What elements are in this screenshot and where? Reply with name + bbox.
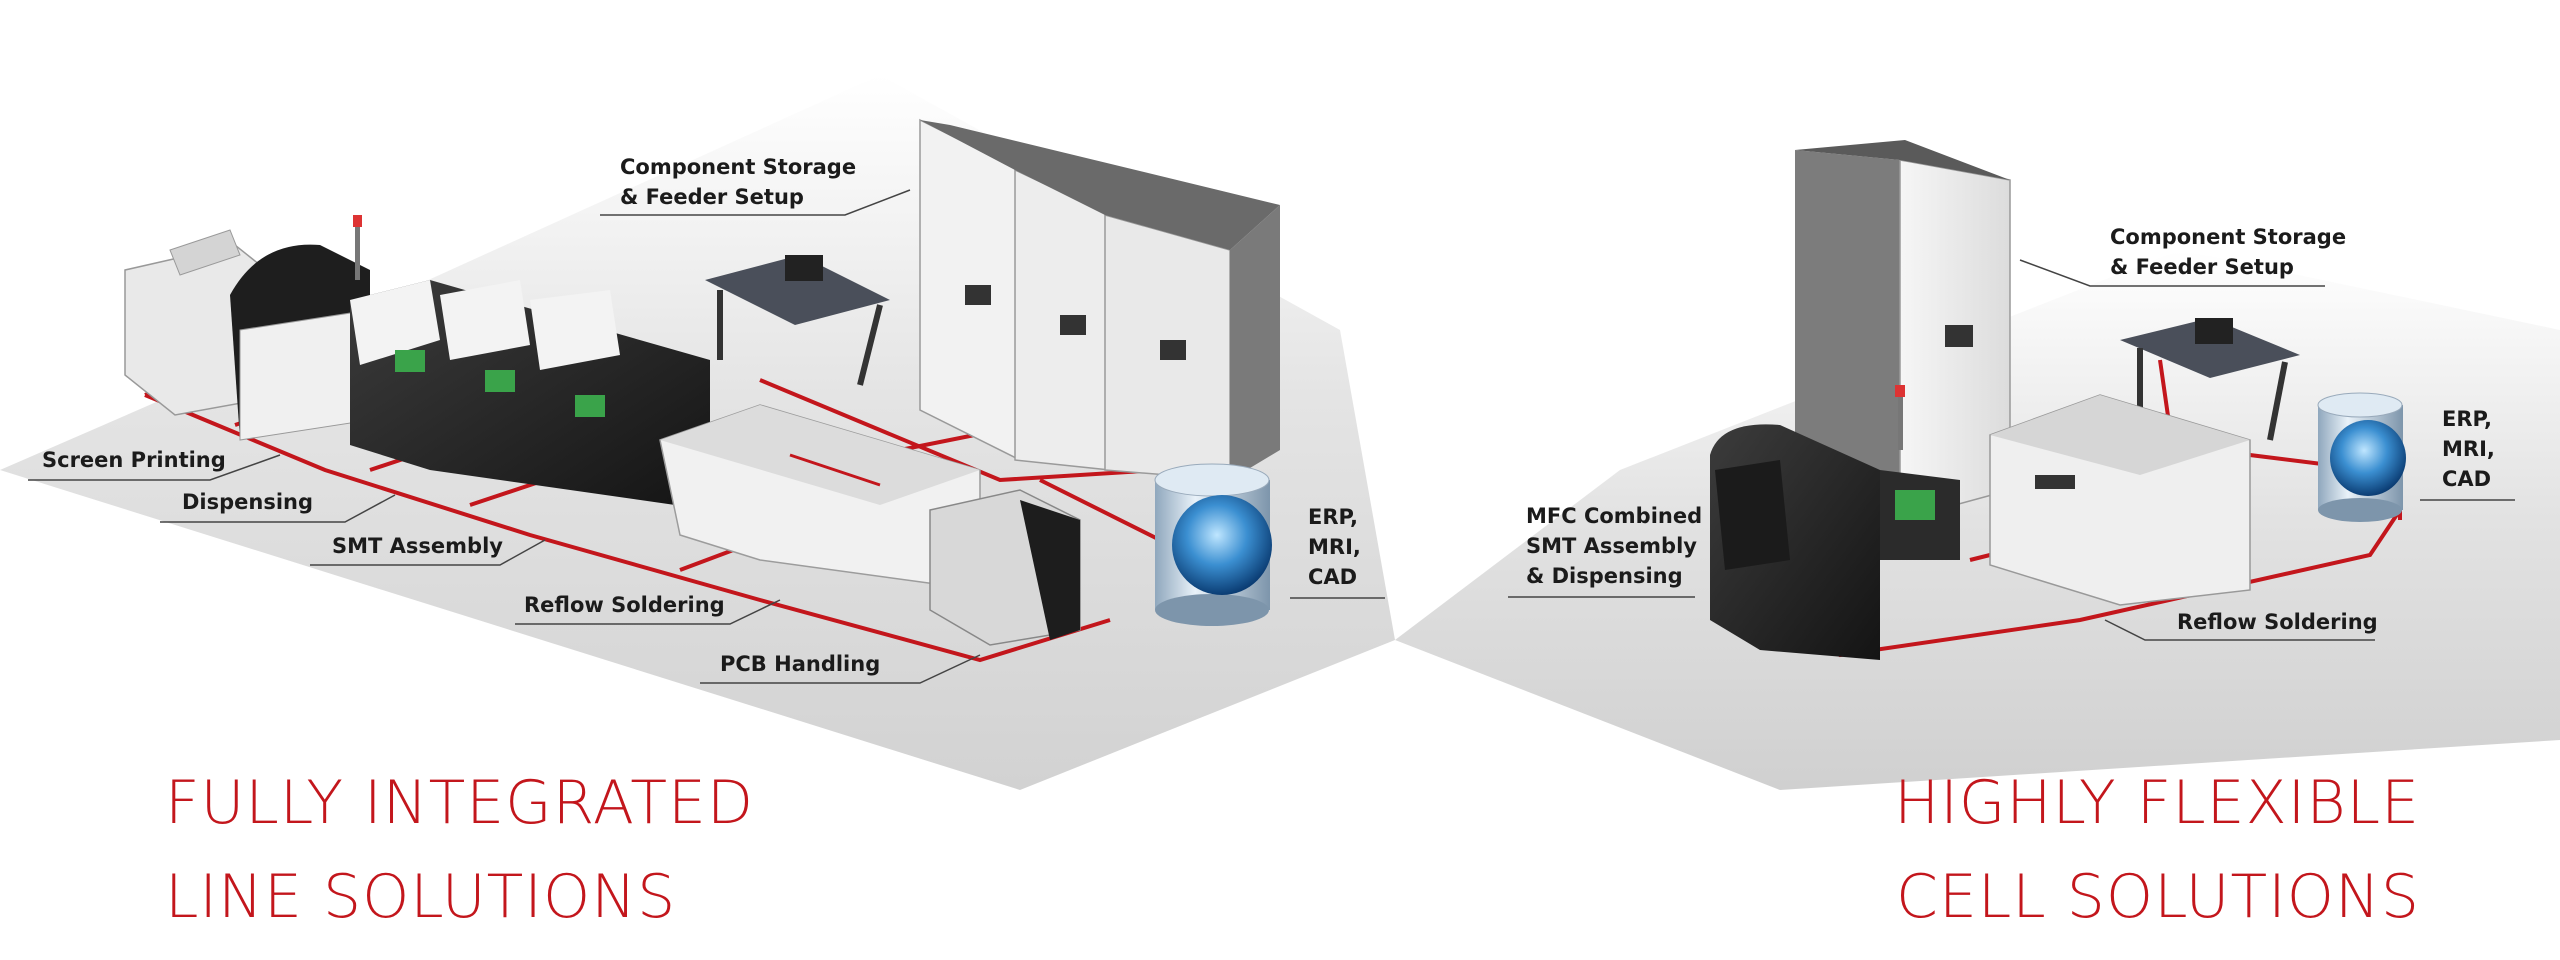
setup-desk-line <box>705 255 890 386</box>
cell-floor <box>1395 250 2560 790</box>
storage-cabinet-cell <box>1795 140 2011 521</box>
setup-desk-cell <box>2120 318 2300 441</box>
label-smt-assembly: SMT Assembly <box>332 534 503 558</box>
label-component-storage-line: Component Storage & Feeder Setup <box>620 155 857 209</box>
label-erp-right: ERP, MRI, CAD <box>2442 407 2495 491</box>
reflow-oven-line <box>659 404 981 591</box>
label-component-storage-cell: Component Storage & Feeder Setup <box>2110 225 2347 279</box>
smt-assembly-modules <box>350 215 710 510</box>
dispenser-machine <box>230 244 371 441</box>
pcb-handling-unit <box>929 489 1081 646</box>
reflow-oven-cell <box>1989 394 2251 606</box>
storage-cabinets-line <box>919 118 1280 481</box>
erp-database-icon-right <box>2317 392 2406 522</box>
label-screen-printing: Screen Printing <box>42 448 226 472</box>
erp-database-icon-left <box>1154 463 1272 626</box>
heading-line-solutions: FULLY INTEGRATED LINE SOLUTIONS <box>165 768 755 932</box>
mfc-machine <box>1710 385 1960 660</box>
leader-lines-left <box>28 189 1385 684</box>
label-dispensing: Dispensing <box>182 490 314 514</box>
label-mfc-combined: MFC Combined SMT Assembly & Dispensing <box>1526 504 1703 588</box>
leader-lines-right <box>1508 259 2515 641</box>
heading-cell-solutions: HIGHLY FLEXIBLE CELL SOLUTIONS <box>1894 768 2420 932</box>
label-erp-left: ERP, MRI, CAD <box>1308 505 1361 589</box>
label-reflow-soldering-line: Reflow Soldering <box>524 593 725 617</box>
label-reflow-soldering-cell: Reflow Soldering <box>2177 610 2378 634</box>
label-pcb-handling: PCB Handling <box>720 652 881 676</box>
